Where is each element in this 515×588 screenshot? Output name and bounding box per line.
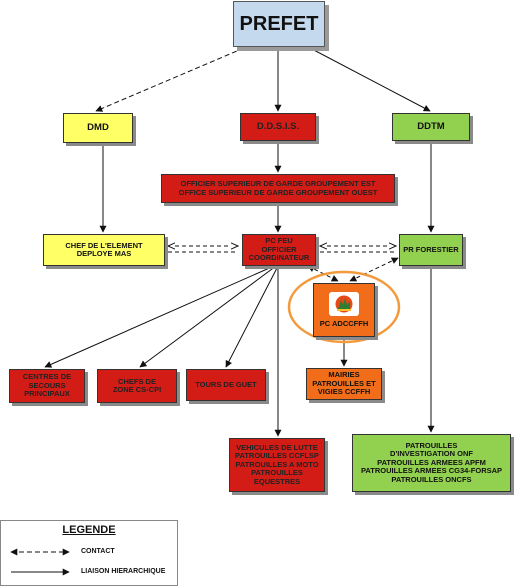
node-officier-superieur-label: OFFICIER SUPERIEUR DE GARDE GROUPEMENT E…	[178, 179, 378, 197]
node-mairies-label: MAIRIES PATROUILLES ET VIGIES CCFFH	[312, 370, 376, 397]
node-pr-forestier-label: PR FORESTIER	[403, 244, 459, 254]
node-officier-superieur: OFFICIER SUPERIEUR DE GARDE GROUPEMENT E…	[161, 174, 395, 203]
node-ddtm: DDTM	[392, 113, 470, 141]
node-prefet-label: PREFET	[239, 12, 319, 35]
legend-symbols	[10, 548, 70, 576]
node-ddtm-label: DDTM	[417, 120, 445, 132]
contact-pr-adccffh	[349, 257, 399, 282]
node-dmd: DMD	[63, 113, 133, 143]
node-pr-forestier: PR FORESTIER	[399, 234, 463, 266]
node-chefs-zone: CHEFS DE ZONE CS-CPI	[97, 369, 177, 403]
node-patrouilles-onf: PATROUILLES D'INVESTIGATION ONF PATROUIL…	[352, 434, 511, 492]
node-tours-guet: TOURS DE GUET	[186, 369, 266, 401]
node-vehicules-label: VEHICULES DE LUTTE PATROUILLES CCFLSP PA…	[235, 443, 319, 486]
contact-prefet-dmd	[95, 47, 245, 112]
node-pc-adccffh: PC ADCCFFH	[313, 283, 375, 337]
node-patrouilles-onf-label: PATROUILLES D'INVESTIGATION ONF PATROUIL…	[360, 441, 503, 484]
node-pc-feu: PC FEU OFFICIER COORDINATEUR	[242, 234, 316, 266]
node-ddsis: D.D.S.I.S.	[240, 113, 316, 141]
legend-liaison-label: LIAISON HIERARCHIQUE	[81, 568, 166, 575]
node-centres-secours: CENTRES DE SECOURS PRINCIPAUX	[9, 369, 85, 403]
adccffh-logo-icon	[329, 291, 359, 316]
node-vehicules: VEHICULES DE LUTTE PATROUILLES CCFLSP PA…	[229, 438, 325, 492]
legend: LEGENDE CONTACT LIAISON HIERARCHIQUE	[0, 520, 178, 586]
node-pc-adccffh-label: PC ADCCFFH	[319, 318, 369, 328]
node-ddsis-label: D.D.S.I.S.	[256, 120, 300, 132]
link-pcfeu-tours	[225, 265, 279, 368]
node-chef-element-label: CHEF DE L'ELEMENT DEPLOYE MAS	[65, 240, 143, 258]
node-chef-element: CHEF DE L'ELEMENT DEPLOYE MAS	[43, 234, 165, 266]
node-tours-guet-label: TOURS DE GUET	[195, 379, 257, 389]
node-prefet: PREFET	[233, 1, 325, 47]
node-dmd-label: DMD	[87, 121, 109, 133]
node-mairies: MAIRIES PATROUILLES ET VIGIES CCFFH	[306, 368, 382, 400]
legend-title: LEGENDE	[62, 524, 116, 536]
node-pc-feu-label: PC FEU OFFICIER COORDINATEUR	[248, 236, 310, 263]
link-pcfeu-chefs-zone	[139, 265, 277, 368]
node-centres-secours-label: CENTRES DE SECOURS PRINCIPAUX	[22, 372, 72, 399]
link-pcfeu-centres	[44, 265, 275, 368]
node-chefs-zone-label: CHEFS DE ZONE CS-CPI	[112, 376, 162, 394]
highlight-ring	[287, 270, 401, 344]
legend-contact-label: CONTACT	[81, 548, 115, 555]
link-prefet-ddtm	[309, 47, 431, 112]
